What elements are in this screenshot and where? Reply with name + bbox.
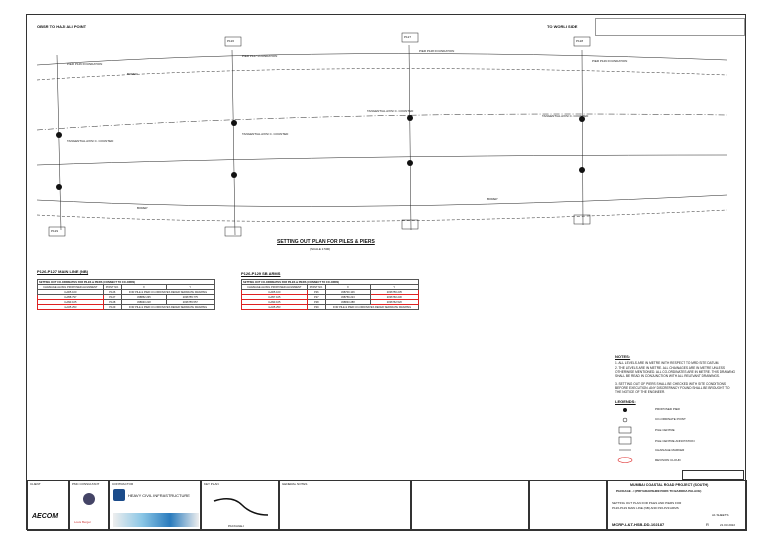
- tangent-label: TANGENTIAL AXIS/ C. COUNTED: [242, 132, 289, 136]
- client-label: CLIENT: [30, 482, 41, 486]
- cell-note: FOR PILE & PIER CO-ORDINATES REFER SEPAR…: [325, 304, 419, 310]
- pier-label: P129: [51, 229, 59, 233]
- consultant-cell: PMC CONSULTANT Louis Berger: [69, 480, 109, 531]
- pier-label: P128: [576, 39, 584, 43]
- setting-out-plan: [36, 32, 728, 237]
- tangent-label: TANGENTIAL AXIS/ C. COUNTED: [367, 109, 414, 113]
- coordinates-table: SETTING OUT CO-ORDINATES FOR PILES & PIE…: [241, 279, 420, 310]
- drawing-sheet: OBSR TO HAJI ALI POINT TO WORLI SIDE: [26, 14, 747, 531]
- key-plan-label: KEY PLAN: [204, 482, 219, 486]
- drawing-number: MCRP-L&T-HSB-DD-102187: [612, 522, 665, 527]
- legend-item: PILE CENTRE ANNOTATION: [655, 439, 695, 443]
- approval-cell: [529, 480, 607, 531]
- cell-point: P29: [306, 304, 327, 310]
- note-item: 3. SETTING OUT OF PIERS SHALL BE CHECKED…: [615, 382, 730, 394]
- cell-chainage: 4+025.253: [241, 304, 308, 310]
- road-label: BOREP: [487, 197, 498, 201]
- revision-stamp-box: [595, 18, 745, 36]
- legend-symbols: [617, 408, 633, 463]
- pier-label: P126: [227, 39, 235, 43]
- consultant-logo-icon: [83, 493, 95, 505]
- foundation-label: PIER P129 FOUNDATION: [592, 59, 628, 63]
- consultant-logo: Louis Berger: [74, 520, 92, 524]
- sheet-size: A1 SHEETS: [712, 513, 729, 517]
- right-direction-label: TO WORLI SIDE: [547, 24, 578, 29]
- package-label: PACKAGE-I: [228, 524, 245, 528]
- note-item: 2. THE LEVELS ARE IN METRE. ALL CHAINAGE…: [615, 366, 736, 378]
- table-title: P126-P127 MAIN LINE (NB): [37, 269, 89, 274]
- table-heading: SETTING OUT CO-ORDINATES FOR PILES & PIE…: [39, 280, 103, 284]
- table-heading-note: (CONNECT TO CO-ORDS): [307, 280, 340, 284]
- road-label: BOREP: [137, 206, 148, 210]
- foundation-label: PIER P128 FOUNDATION: [419, 49, 455, 53]
- table-row: 4+025.253 P129 FOR PILE & PIER CO-ORDINA…: [37, 304, 215, 310]
- legend-title: LEGENDS:: [615, 399, 636, 404]
- cell-chainage: 4+025.253: [37, 304, 104, 310]
- revision-cloud-icon: [617, 457, 633, 463]
- legend-item: PILE CENTRE: [655, 428, 675, 432]
- tangent-label: TANGENTIAL AXIS/ C. COUNTED: [542, 114, 589, 118]
- revision-table: [411, 480, 529, 531]
- pier-symbol-icon: [623, 408, 627, 412]
- key-plan-map: [213, 498, 269, 516]
- road-label: BOREP: [127, 72, 138, 76]
- project-subtitle: PACKAGE - I (PRIYADARSHINI PARK TO BAROD…: [616, 489, 702, 493]
- contractor-cell: CONTRACTOR HEAVY CIVIL INFRASTRUCTURE: [109, 480, 201, 531]
- foundation-label: PIER P127 FOUNDATION: [242, 54, 278, 58]
- project-title: MUMBAI COASTAL ROAD PROJECT (SOUTH): [630, 483, 709, 487]
- cell-note: FOR PILE & PIER CO-ORDINATES REFER SEPAR…: [121, 304, 215, 310]
- client-cell: CLIENT AECOM: [27, 480, 69, 531]
- plan-title: SETTING OUT PLAN FOR PILES & PIERS: [277, 239, 375, 245]
- general-notes-label: GENERAL NOTES: [282, 482, 308, 486]
- contractor-logo-icon: [113, 489, 125, 501]
- table-row: 4+025.253 P29 FOR PILE & PIER CO-ORDINAT…: [241, 304, 419, 310]
- tangent-label: TANGENTIAL AXIS/ C. COUNTED: [67, 139, 114, 143]
- client-logo: AECOM: [32, 513, 59, 520]
- table-heading: SETTING OUT CO-ORDINATES FOR PILES & PIE…: [243, 280, 307, 284]
- stamp-box: [682, 470, 744, 480]
- partner-logos-strip: [113, 513, 199, 527]
- contractor-name: HEAVY CIVIL INFRASTRUCTURE: [128, 493, 190, 498]
- pile-annotation-symbol-icon: [618, 436, 632, 445]
- legend-item: CHAINAGE MARKER: [655, 448, 685, 452]
- legend-item: REVISION CLOUD: [655, 458, 681, 462]
- key-plan-cell: KEY PLAN PACKAGE-I: [201, 480, 279, 531]
- legend-item: CO-ORDINATE POINT: [655, 417, 686, 421]
- note-item: 1. ALL LEVELS ARE IN METRE WITH RESPECT …: [615, 361, 720, 365]
- coordinate-symbol-icon: [622, 417, 628, 423]
- foundation-label: PIER P126 FOUNDATION: [67, 62, 103, 66]
- left-direction-label: OBSR TO HAJI ALI POINT: [37, 24, 87, 29]
- table-title: P126-P129 SB ARMS: [241, 271, 281, 276]
- contractor-label: CONTRACTOR: [112, 482, 134, 486]
- drawing-info-cell: MUMBAI COASTAL ROAD PROJECT (SOUTH) PACK…: [607, 480, 747, 531]
- consultant-label: PMC CONSULTANT: [72, 482, 100, 486]
- general-notes-cell: GENERAL NOTES: [279, 480, 411, 531]
- drawing-title-line1: SETTING OUT PLAN FOR PILES AND PIERS FOR: [612, 501, 682, 505]
- drawing-title-line2: P126-P129 MAIN LINE (NB) AND P26-P29 ARM…: [612, 506, 679, 510]
- drawing-date: 21.03.2022: [720, 523, 736, 527]
- coordinates-table: SETTING OUT CO-ORDINATES FOR PILES & PIE…: [37, 279, 216, 310]
- notes-title: NOTES:: [615, 354, 631, 359]
- pile-symbol-icon: [618, 426, 632, 434]
- revision: R: [706, 522, 709, 527]
- pier-label: P127: [404, 35, 412, 39]
- table-heading-note: (CONNECT TO CO-ORDS): [103, 280, 136, 284]
- plan-scale: (SCALE 1:500): [310, 247, 331, 251]
- cell-point: P129: [102, 304, 123, 310]
- legend-item: PROPOSED PIER: [655, 407, 680, 411]
